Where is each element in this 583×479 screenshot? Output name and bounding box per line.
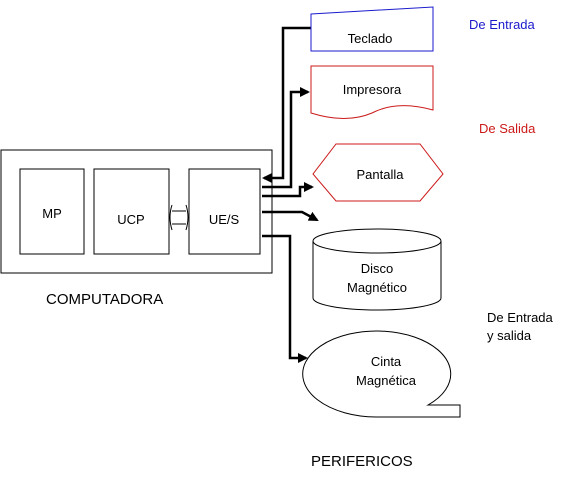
category-entrada: De Entrada bbox=[469, 17, 536, 32]
wire-disco bbox=[262, 210, 319, 222]
teclado-shape bbox=[310, 6, 434, 52]
wire-pantalla bbox=[262, 182, 314, 198]
disco-shape bbox=[312, 228, 442, 311]
cinta-label-line2: Magnética bbox=[356, 373, 417, 388]
ucp-label: UCP bbox=[117, 212, 144, 227]
ucp-box bbox=[93, 168, 170, 255]
category-entrada-salida-line2: y salida bbox=[487, 328, 532, 343]
peripherals-label: PERIFERICOS bbox=[311, 453, 413, 470]
impresora-label: Impresora bbox=[343, 82, 402, 97]
teclado-label: Teclado bbox=[348, 31, 393, 46]
cinta-label-line1: Cinta bbox=[371, 354, 402, 369]
mp-box bbox=[19, 168, 85, 255]
wire-impresora bbox=[262, 87, 310, 189]
cinta-shape bbox=[302, 330, 461, 418]
impresora-shape bbox=[310, 65, 434, 119]
ues-label: UE/S bbox=[209, 212, 240, 227]
computer-label: COMPUTADORA bbox=[46, 291, 163, 308]
wire-teclado bbox=[262, 26, 312, 183]
ues-box bbox=[188, 168, 261, 255]
category-entrada-salida-line1: De Entrada bbox=[487, 310, 554, 325]
disco-label-line1: Disco bbox=[361, 261, 394, 276]
disco-label-line2: Magnético bbox=[347, 280, 407, 295]
category-salida: De Salida bbox=[479, 121, 536, 136]
mp-label: MP bbox=[42, 206, 62, 221]
ucp-ues-link bbox=[169, 204, 189, 231]
pantalla-label: Pantalla bbox=[357, 167, 405, 182]
pantalla-shape bbox=[312, 143, 444, 202]
wire-cinta bbox=[262, 234, 308, 363]
